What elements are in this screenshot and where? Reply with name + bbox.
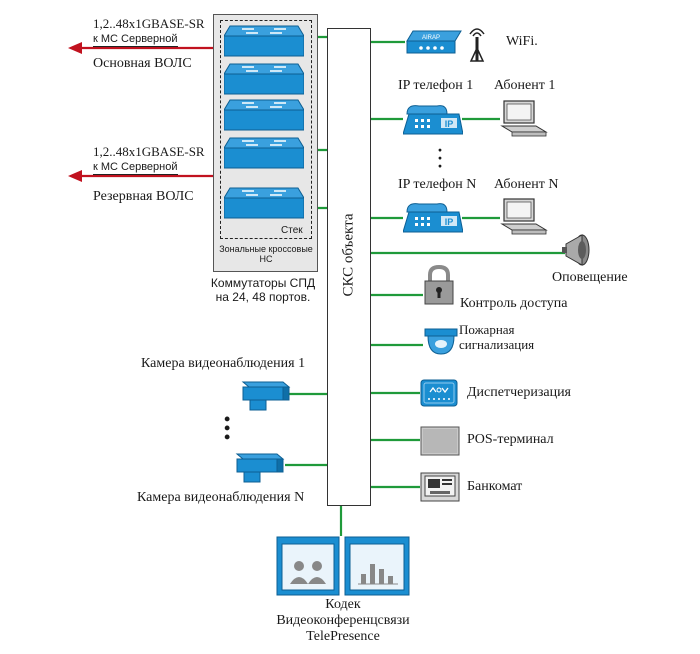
- uplink-main-name: Основная ВОЛС: [93, 56, 192, 71]
- camera-icon: [241, 381, 291, 411]
- switch-icon: [224, 25, 304, 57]
- backbone-cabling: [327, 28, 371, 506]
- switch-icon: [224, 63, 304, 95]
- announcement-label: Оповещение: [552, 270, 628, 285]
- lock-icon: [424, 264, 454, 305]
- uplink-reserve-name: Резервная ВОЛС: [93, 189, 194, 204]
- switch-stack: [220, 20, 312, 239]
- switch-icon: [224, 187, 304, 219]
- pos-terminal-icon: [420, 426, 460, 456]
- switch-icon: [224, 99, 304, 131]
- wifi-ap-text: AIRAP: [422, 35, 440, 41]
- atm-icon: [420, 472, 460, 502]
- dispatch-icon: [420, 379, 458, 407]
- cross-label-line2: НС: [259, 254, 273, 265]
- subscriber-n-label: Абонент N: [494, 177, 559, 192]
- codec-label: Кодек Видеоконференцсвязи TelePresence: [264, 597, 422, 645]
- ip-phone-icon: IP: [403, 203, 463, 233]
- svg-text:IP: IP: [445, 217, 454, 227]
- uplink-main-target: к МС Серверной: [93, 33, 178, 47]
- rack-caption-line2: на 24, 48 портов.: [215, 289, 311, 304]
- cross-label-line1: Зональные кроссовые: [219, 244, 313, 254]
- svg-text:IP: IP: [445, 119, 454, 129]
- wifi-label: WiFi.: [506, 34, 538, 49]
- camera-icon: [235, 453, 285, 483]
- access-control-label: Контроль доступа: [460, 296, 568, 311]
- pos-label: POS-терминал: [467, 432, 554, 447]
- rack-caption: Коммутаторы СПД на 24, 48 портов.: [198, 276, 328, 305]
- uplink-reserve-target: к МС Серверной: [93, 161, 178, 175]
- telepresence-codec-icon: [276, 536, 410, 596]
- wifi-access-point-icon: AIRAP: [406, 30, 462, 54]
- codec-label-line3: TelePresence: [306, 629, 380, 645]
- atm-label: Банкомат: [467, 479, 523, 494]
- uplink-reserve-arrowhead: [68, 170, 82, 182]
- fire-alarm-label: Пожарная сигнализация: [459, 322, 535, 353]
- loudspeaker-icon: [562, 234, 590, 266]
- ip-phone-n-label: IP телефон N: [398, 177, 477, 192]
- camera-1-label: Камера видеонаблюдения 1: [141, 356, 306, 371]
- ip-phone-1-label: IP телефон 1: [398, 78, 474, 93]
- codec-label-line2: Видеоконференцсвязи: [276, 613, 410, 629]
- fire-alarm-icon: [424, 328, 458, 355]
- antenna-icon: [469, 28, 485, 62]
- ip-phone-icon: IP: [403, 105, 463, 135]
- backbone-label: СКС объекта: [340, 213, 357, 297]
- phones-ellipsis: ···: [437, 140, 444, 176]
- uplink-main-spec: 1,2..48x1GBASE-SR: [93, 16, 205, 31]
- switch-icon: [224, 137, 304, 169]
- fire-alarm-line2: сигнализация: [459, 336, 535, 352]
- uplink-reserve-spec: 1,2..48x1GBASE-SR: [93, 144, 205, 159]
- uplink-main-arrowhead: [68, 42, 82, 54]
- cross-label: Зональные кроссовые НС: [216, 244, 316, 265]
- computer-icon: [500, 198, 548, 235]
- cameras-ellipsis: •••: [224, 409, 231, 447]
- codec-label-line1: Кодек: [325, 597, 361, 612]
- fire-alarm-line1: Пожарная: [459, 322, 515, 337]
- rack-caption-line1: Коммутаторы СПД: [210, 276, 316, 290]
- stack-label: Стек: [281, 225, 303, 236]
- computer-icon: [500, 100, 548, 137]
- dispatch-label: Диспетчеризация: [467, 385, 571, 400]
- subscriber-1-label: Абонент 1: [494, 78, 556, 93]
- camera-n-label: Камера видеонаблюдения N: [137, 490, 305, 505]
